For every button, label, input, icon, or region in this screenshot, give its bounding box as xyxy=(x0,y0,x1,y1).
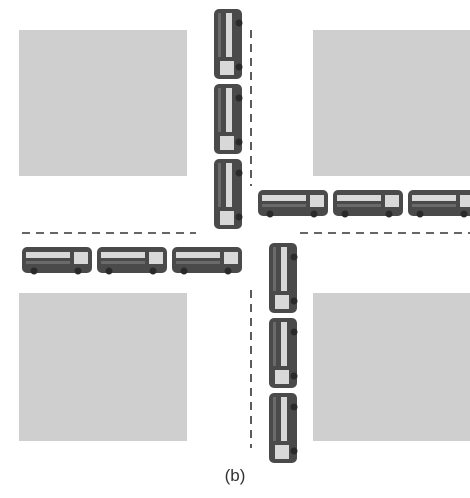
bus-icon xyxy=(333,190,403,218)
bus-icon xyxy=(269,393,298,463)
bus-icon xyxy=(214,159,243,229)
bus-icon xyxy=(214,9,243,79)
bottom-left-block xyxy=(19,293,187,441)
bus-icon xyxy=(172,247,242,275)
bus-icon xyxy=(22,247,92,275)
figure-caption: (b) xyxy=(224,466,246,485)
bottom-right-block xyxy=(313,293,470,441)
bus-icon xyxy=(408,190,470,218)
bus-icon xyxy=(269,318,298,388)
top-left-block xyxy=(19,30,187,176)
bus-icon xyxy=(258,190,328,218)
bus-icon xyxy=(214,84,243,154)
top-right-block xyxy=(313,30,470,176)
bus-icon xyxy=(269,243,298,313)
bus-icon xyxy=(97,247,167,275)
